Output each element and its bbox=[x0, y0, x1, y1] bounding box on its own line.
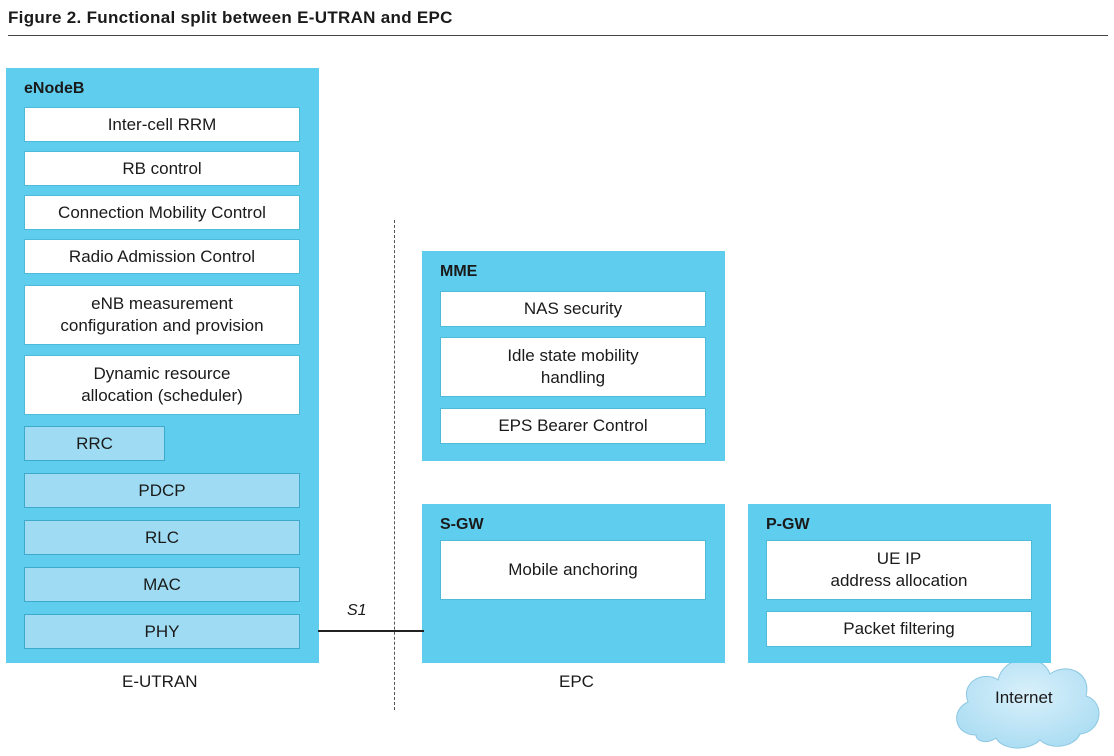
protocol-phy: PHY bbox=[24, 614, 300, 649]
enodeb-function-inter-cell-rrm: Inter-cell RRM bbox=[24, 107, 300, 142]
pgw-function-ue-ip-allocation: UE IP address allocation bbox=[766, 540, 1032, 600]
s1-interface-line bbox=[318, 630, 424, 632]
mme-function-idle-state-mobility: Idle state mobility handling bbox=[440, 337, 706, 397]
mme-function-eps-bearer-control: EPS Bearer Control bbox=[440, 408, 706, 444]
sgw-panel: S-GW Mobile anchoring bbox=[422, 504, 725, 663]
enodeb-function-connection-mobility-control: Connection Mobility Control bbox=[24, 195, 300, 230]
enodeb-function-rb-control: RB control bbox=[24, 151, 300, 186]
protocol-rlc: RLC bbox=[24, 520, 300, 555]
pgw-panel: P-GW UE IP address allocation Packet fil… bbox=[748, 504, 1051, 663]
s1-interface-label: S1 bbox=[347, 602, 367, 619]
title-rule bbox=[8, 35, 1108, 36]
pgw-title: P-GW bbox=[766, 516, 810, 533]
region-label-eutran: E-UTRAN bbox=[122, 672, 198, 691]
eutran-epc-divider bbox=[394, 220, 395, 710]
mme-panel: MME NAS security Idle state mobility han… bbox=[422, 251, 725, 461]
enodeb-function-dynamic-resource-allocation: Dynamic resource allocation (scheduler) bbox=[24, 355, 300, 415]
protocol-pdcp: PDCP bbox=[24, 473, 300, 508]
enodeb-title: eNodeB bbox=[24, 80, 85, 97]
figure-title: Figure 2. Functional split between E-UTR… bbox=[8, 8, 453, 27]
mme-title: MME bbox=[440, 263, 478, 280]
internet-cloud-icon bbox=[956, 658, 1100, 749]
enodeb-function-measurement-configuration: eNB measurement configuration and provis… bbox=[24, 285, 300, 345]
pgw-function-packet-filtering: Packet filtering bbox=[766, 611, 1032, 647]
enodeb-panel: eNodeB Inter-cell RRM RB control Connect… bbox=[6, 68, 319, 663]
internet-label: Internet bbox=[995, 688, 1053, 707]
region-label-epc: EPC bbox=[559, 672, 594, 691]
enodeb-function-radio-admission-control: Radio Admission Control bbox=[24, 239, 300, 274]
sgw-function-mobile-anchoring: Mobile anchoring bbox=[440, 540, 706, 600]
mme-function-nas-security: NAS security bbox=[440, 291, 706, 327]
protocol-rrc: RRC bbox=[24, 426, 165, 461]
protocol-mac: MAC bbox=[24, 567, 300, 602]
sgw-title: S-GW bbox=[440, 516, 484, 533]
